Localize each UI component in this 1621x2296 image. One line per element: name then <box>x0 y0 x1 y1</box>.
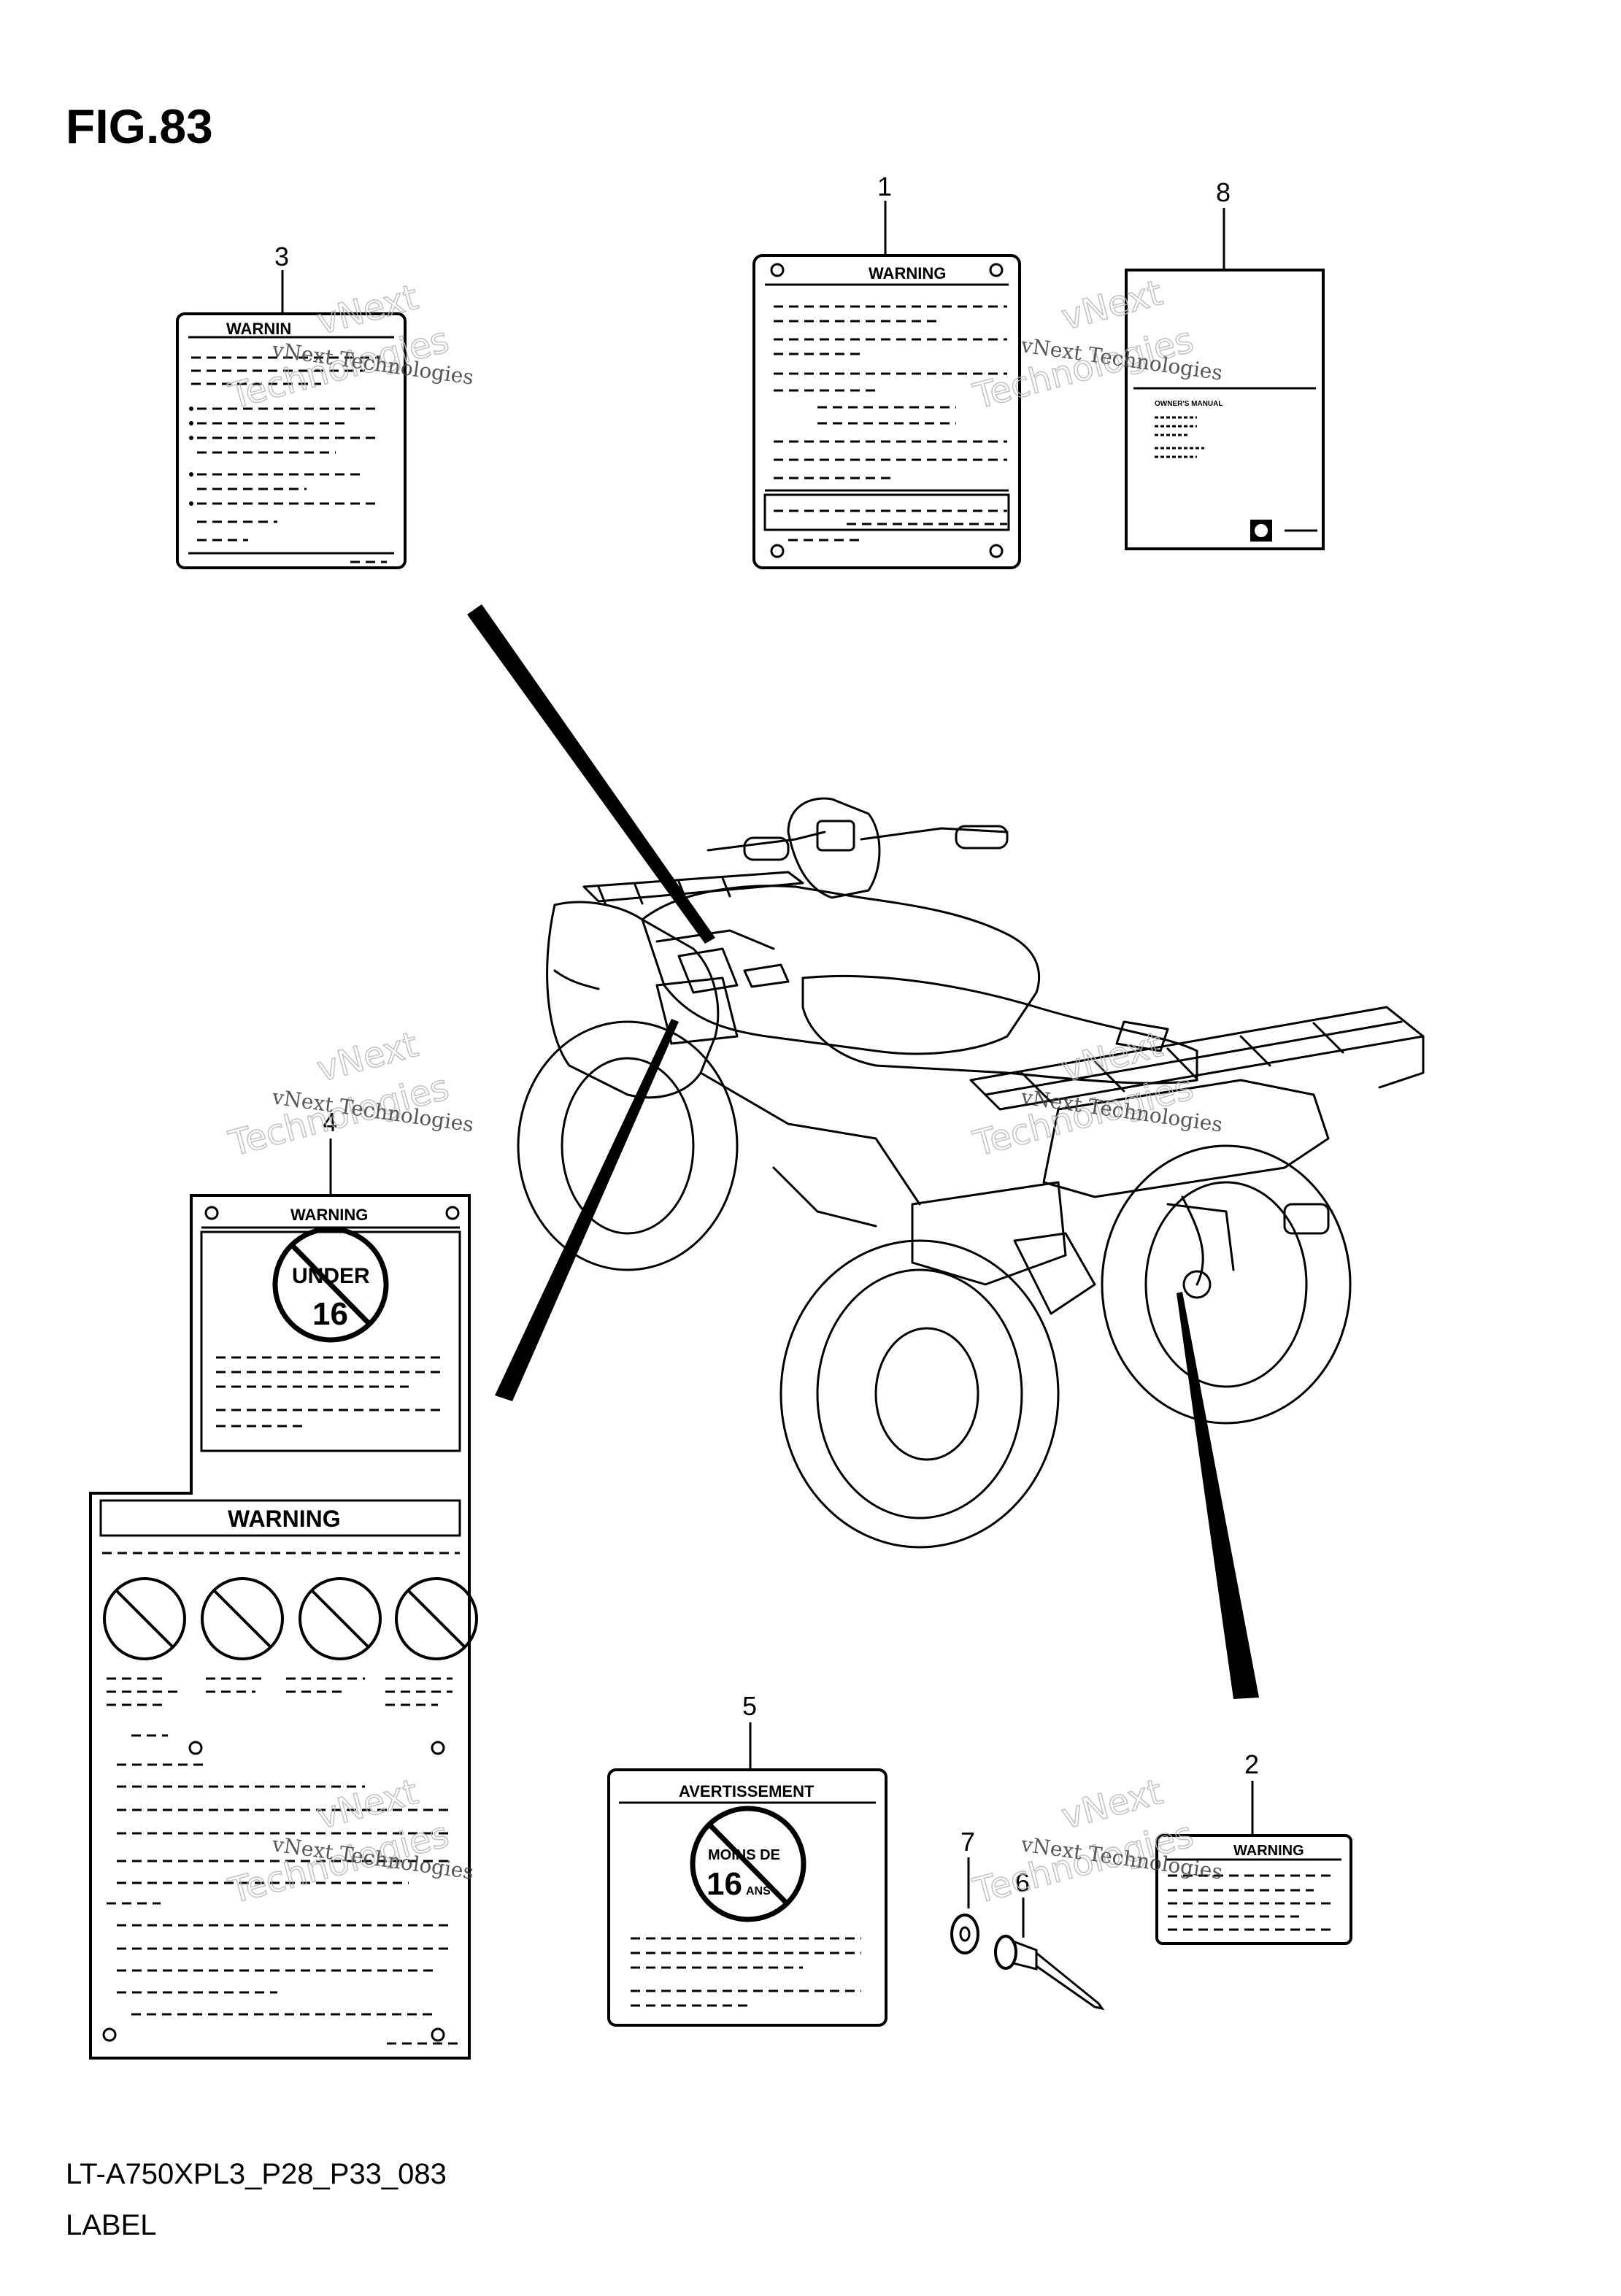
label-3-heading: WARNIN <box>226 320 291 338</box>
callout-1: 1 <box>877 172 892 201</box>
callout-8: 8 <box>1216 177 1231 207</box>
pictogram-row <box>103 1577 478 1660</box>
callout-3: 3 <box>274 242 289 271</box>
label-2-heading: WARNING <box>1233 1843 1304 1859</box>
callout-6: 6 <box>1015 1868 1030 1898</box>
watermark-2: vNext Technologies vNext Technologies <box>969 271 1224 417</box>
label-4: 4 WARNING UNDER 16 WARNING <box>89 1107 478 2060</box>
watermark-1: vNext Technologies vNext Technologies <box>224 276 475 417</box>
part-7-washer: 7 <box>950 1827 979 1954</box>
label-8: 8 OWNER'S MANUAL <box>1125 177 1325 550</box>
label-5: 5 AVERTISSEMENT MOINS DE 16 ANS <box>607 1691 887 2027</box>
label-1-heading: WARNING <box>869 264 946 282</box>
figure-title: FIG.83 <box>66 99 213 153</box>
watermark-vnext: vNext <box>1058 272 1167 338</box>
label-4-heading-main: WARNING <box>228 1506 341 1532</box>
watermark-5: vNext Technologies vNext Technologies <box>224 1771 475 1912</box>
under-age: 16 <box>312 1296 348 1332</box>
avertissement-text: AVERTISSEMENT <box>679 1782 815 1800</box>
label-3: 3 WARNIN <box>176 242 407 569</box>
label-2: 2 WARNING <box>1155 1749 1352 1945</box>
callout-4: 4 <box>323 1107 337 1137</box>
label-4-heading-top: WARNING <box>290 1206 368 1224</box>
callout-2: 2 <box>1244 1749 1259 1779</box>
part-6-rivet: 6 <box>994 1868 1105 2011</box>
under-text: UNDER <box>292 1264 370 1288</box>
figure-name: LABEL <box>66 2209 157 2241</box>
owners-manual-text: OWNER'S MANUAL <box>1155 400 1223 408</box>
figure-code: LT-A750XPL3_P28_P33_083 <box>66 2158 447 2190</box>
label-1: 1 WARNING <box>752 172 1021 569</box>
callout-5: 5 <box>742 1691 757 1721</box>
callout-7: 7 <box>960 1827 975 1857</box>
moins-de-text: MOINS DE <box>708 1847 780 1863</box>
moins-age: 16 <box>706 1866 742 1902</box>
watermark-3: vNext Technologies vNext Technologies <box>224 1023 475 1165</box>
atv-illustration <box>517 797 1425 1549</box>
ans-text: ANS <box>746 1885 771 1898</box>
label-pointers <box>467 604 1259 1699</box>
